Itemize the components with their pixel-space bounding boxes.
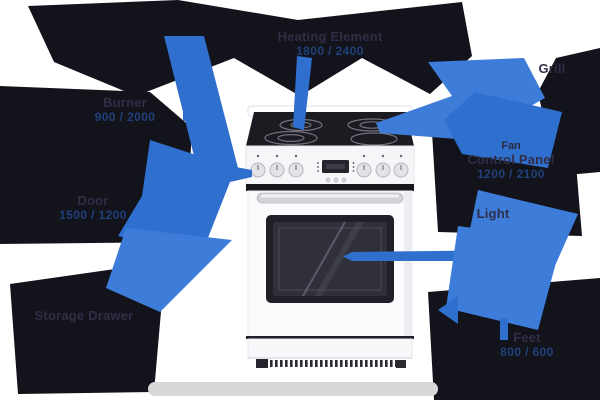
burner-left-front bbox=[264, 130, 318, 146]
burners bbox=[264, 118, 398, 146]
blue-callout-arrows bbox=[106, 36, 578, 340]
stove-illustration bbox=[245, 105, 415, 368]
glass-reflections bbox=[302, 222, 363, 296]
drawer-seam bbox=[246, 336, 414, 339]
tick-left-upper bbox=[183, 110, 196, 121]
oven-window-glass bbox=[273, 222, 387, 296]
arrow-left-to-knob bbox=[118, 140, 252, 258]
blob-top bbox=[28, 0, 472, 96]
callout-control-panel-value: 1200 / 2100 bbox=[477, 167, 545, 181]
callout-light: Light bbox=[468, 207, 518, 221]
callout-control-panel: Fan Control Panel 1200 / 2100 bbox=[440, 139, 582, 181]
callout-burner-value: 900 / 2000 bbox=[94, 110, 156, 124]
display-buttons bbox=[325, 177, 347, 183]
foot-left bbox=[256, 359, 268, 368]
arrow-top-to-burner bbox=[293, 56, 312, 130]
callout-heating-element-name: Heating Element bbox=[277, 29, 383, 44]
arrow-right-upper-diamond bbox=[444, 92, 562, 168]
callout-storage-drawer-name: Storage Drawer bbox=[34, 308, 134, 323]
arrow-band-top-left bbox=[164, 36, 238, 172]
callout-feet: Feet 800 / 600 bbox=[468, 330, 586, 360]
arrow-bottom-right-tip bbox=[438, 296, 458, 324]
panel-divider bbox=[246, 184, 414, 191]
door-handle-highlight bbox=[261, 194, 399, 198]
callout-control-panel-name: Control Panel bbox=[467, 152, 555, 167]
callout-grill: Grill bbox=[524, 62, 580, 76]
base-vents bbox=[268, 360, 406, 367]
drawer-bottom-edge bbox=[248, 357, 412, 359]
callout-door-name: Door bbox=[77, 193, 109, 208]
stove-shadow bbox=[148, 382, 438, 396]
storage-drawer-front bbox=[247, 338, 413, 359]
burner-left-front-inner bbox=[277, 134, 305, 143]
callout-storage-drawer: Storage Drawer bbox=[20, 309, 148, 323]
callout-light-name: Light bbox=[476, 206, 510, 221]
burner-right-front bbox=[350, 132, 398, 146]
knob-marks bbox=[256, 154, 403, 158]
display-digits bbox=[326, 164, 345, 169]
callout-feet-value: 800 / 600 bbox=[500, 345, 554, 359]
arrow-bottom-left-diamond bbox=[106, 228, 232, 312]
callout-heating-element: Heating Element 1800 / 2400 bbox=[250, 29, 410, 59]
callout-burner: Burner 900 / 2000 bbox=[58, 95, 192, 125]
display-side-dots bbox=[317, 162, 355, 172]
knob-indicators bbox=[257, 165, 402, 170]
oven-door-side-shade bbox=[404, 191, 412, 337]
callout-feet-name: Feet bbox=[513, 330, 541, 345]
callout-control-panel-heading: Fan bbox=[501, 140, 521, 152]
arrow-bottom-right-diamond bbox=[446, 226, 562, 330]
tick-bottom-right bbox=[500, 318, 508, 340]
callout-door-value: 1500 / 1200 bbox=[59, 208, 127, 222]
foot-right bbox=[396, 360, 406, 368]
callout-grill-name: Grill bbox=[538, 61, 566, 76]
callout-heating-element-value: 1800 / 2400 bbox=[296, 44, 364, 58]
callout-door: Door 1500 / 1200 bbox=[18, 193, 168, 223]
blob-bottom-left bbox=[10, 268, 162, 394]
callout-burner-name: Burner bbox=[103, 95, 147, 110]
